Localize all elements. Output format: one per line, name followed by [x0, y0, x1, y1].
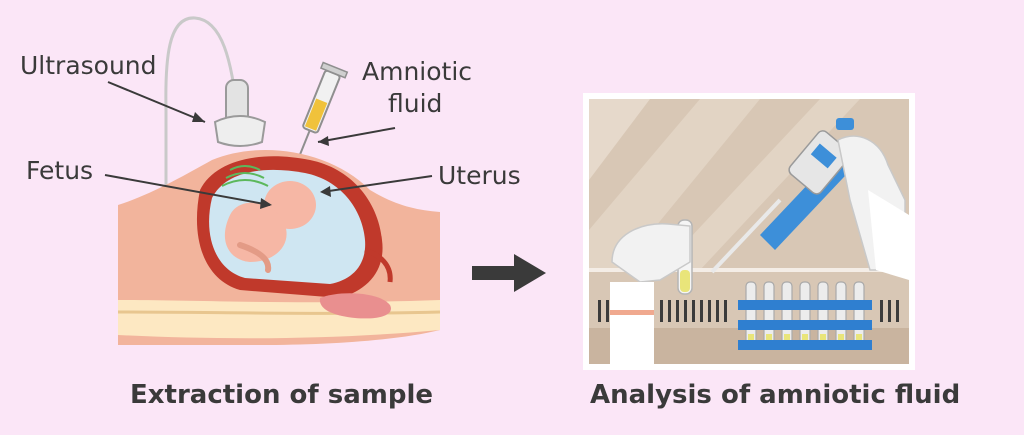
amniotic-fluid-pointer — [317, 127, 396, 143]
uterus-pointer — [321, 175, 433, 193]
caption-analysis: Analysis of amniotic fluid — [590, 380, 961, 410]
bladder — [319, 293, 391, 319]
label-uterus: Uterus — [438, 161, 521, 190]
ultrasound-pointer — [107, 81, 206, 123]
ultrasound-probe-icon — [213, 79, 267, 147]
hand-with-test-tube-icon — [610, 219, 693, 364]
spine-band — [118, 300, 440, 339]
label-amniotic-fluid-line2: fluid — [388, 89, 443, 118]
arrow-right-icon — [472, 254, 546, 292]
label-amniotic-fluid-line1: Amniotic — [362, 57, 473, 86]
fetus-icon — [224, 181, 316, 273]
syringe-icon — [298, 61, 349, 157]
label-fetus: Fetus — [26, 156, 94, 185]
test-tube-rack-icon — [738, 281, 872, 350]
fetus-pointer — [104, 174, 271, 206]
pipette-icon — [710, 118, 860, 274]
right-hand-icon — [837, 135, 909, 280]
label-ultrasound: Ultrasound — [20, 51, 157, 80]
ultrasound-waves-icon — [221, 165, 269, 187]
caption-extraction: Extraction of sample — [130, 380, 433, 410]
